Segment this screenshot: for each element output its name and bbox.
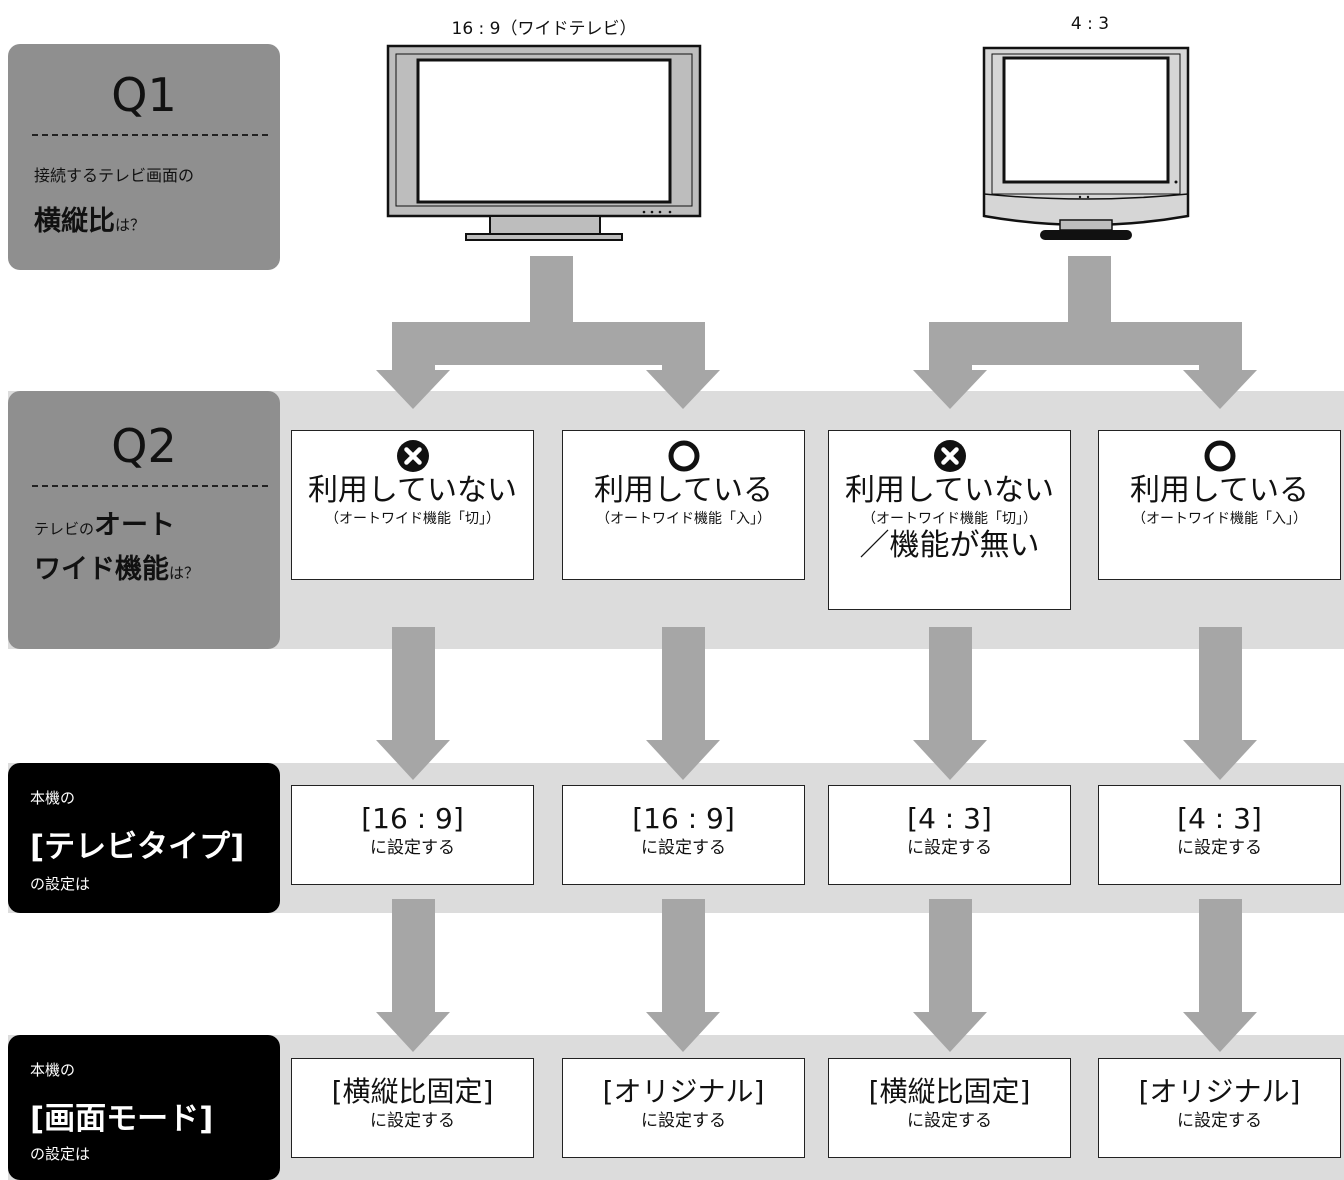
q2-keyword2: ワイド機能 <box>34 554 169 585</box>
screenmode-result-4: [オリジナル] に設定する <box>1098 1058 1341 1158</box>
result-main: [横縦比固定] <box>331 1075 494 1108</box>
q1-label: Q1 接続するテレビ画面の 横縦比は？ <box>8 44 280 270</box>
q2-keyword1: オート <box>94 510 176 541</box>
screenmode-result-1: [横縦比固定] に設定する <box>291 1058 534 1158</box>
result-main: [16 : 9] <box>632 802 735 835</box>
option-sub: （オートワイド機能「切」） <box>325 511 500 527</box>
result-sub: に設定する <box>370 838 455 858</box>
result-main: [オリジナル] <box>602 1075 765 1108</box>
standard-tv-icon <box>982 46 1190 240</box>
q2-divider <box>32 485 268 487</box>
q1-divider <box>32 134 268 136</box>
result-sub: に設定する <box>907 1111 992 1131</box>
q2-title: Q2 <box>111 419 177 473</box>
result-sub: に設定する <box>907 838 992 858</box>
option-box-3: 利用していない （オートワイド機能「切」） ／機能が無い <box>828 430 1071 610</box>
widescreen-tv-icon <box>386 44 702 241</box>
screenmode-keyword: [画面モード] <box>30 1101 214 1137</box>
option-box-4: 利用している （オートワイド機能「入」） <box>1098 430 1341 580</box>
option-box-2: 利用している （オートワイド機能「入」） <box>562 430 805 580</box>
q1-suffix: は？ <box>115 216 146 234</box>
q2-question-line2: ワイド機能は？ <box>34 547 199 586</box>
tvtype-postfix: の設定は <box>30 875 91 893</box>
tvtype-result-1: [16 : 9] に設定する <box>291 785 534 885</box>
option-sub: （オートワイド機能「入」） <box>596 511 771 527</box>
result-main: [4 : 3] <box>907 802 992 835</box>
screenmode-label: 本機の [画面モード] の設定は <box>8 1035 280 1180</box>
result-main: [16 : 9] <box>361 802 464 835</box>
screenmode-result-3: [横縦比固定] に設定する <box>828 1058 1071 1158</box>
tvtype-result-4: [4 : 3] に設定する <box>1098 785 1341 885</box>
q2-question-line1: テレビのオート <box>34 503 175 542</box>
option-box-1: 利用していない （オートワイド機能「切」） <box>291 430 534 580</box>
result-sub: に設定する <box>1177 838 1262 858</box>
option-sub: （オートワイド機能「入」） <box>1132 511 1307 527</box>
q1-title: Q1 <box>111 68 177 122</box>
tvtype-result-2: [16 : 9] に設定する <box>562 785 805 885</box>
tv-label-standard: 4 : 3 <box>1070 14 1110 34</box>
option-main: 利用している <box>1129 473 1310 508</box>
tvtype-label: 本機の [テレビタイプ] の設定は <box>8 763 280 913</box>
cross-circle-icon <box>396 440 429 472</box>
result-sub: に設定する <box>641 838 726 858</box>
arrows-row2 <box>376 627 1257 780</box>
tvtype-keyword: [テレビタイプ] <box>30 829 245 865</box>
result-main: [横縦比固定] <box>868 1075 1031 1108</box>
result-sub: に設定する <box>641 1111 726 1131</box>
tvtype-prefix: 本機の <box>30 789 76 807</box>
result-sub: に設定する <box>370 1111 455 1131</box>
option-main: 利用していない <box>844 473 1055 508</box>
cross-circle-icon <box>933 440 966 472</box>
option-main: 利用していない <box>307 473 518 508</box>
arrows-row3 <box>376 899 1257 1052</box>
circle-icon <box>1204 440 1235 472</box>
q2-label: Q2 テレビのオート ワイド機能は？ <box>8 391 280 649</box>
q1-question-line1: 接続するテレビ画面の <box>34 166 195 185</box>
split-arrow-standard <box>913 256 1257 409</box>
result-main: [4 : 3] <box>1177 802 1262 835</box>
q1-keyword: 横縦比 <box>34 206 115 237</box>
q2-suffix: は？ <box>169 564 200 582</box>
split-arrow-wide <box>376 256 720 409</box>
tvtype-result-3: [4 : 3] に設定する <box>828 785 1071 885</box>
option-sub: （オートワイド機能「切」） <box>862 511 1037 527</box>
result-main: [オリジナル] <box>1138 1075 1301 1108</box>
screenmode-prefix: 本機の <box>30 1061 76 1079</box>
result-sub: に設定する <box>1177 1111 1262 1131</box>
circle-icon <box>668 440 699 472</box>
screenmode-postfix: の設定は <box>30 1145 91 1163</box>
q1-question-line2: 横縦比は？ <box>34 199 145 238</box>
option-extra: ／機能が無い <box>859 528 1040 563</box>
q2-prefix: テレビの <box>34 520 95 538</box>
tv-label-wide: 16 : 9（ワイドテレビ） <box>451 19 637 39</box>
option-main: 利用している <box>593 473 774 508</box>
screenmode-result-2: [オリジナル] に設定する <box>562 1058 805 1158</box>
